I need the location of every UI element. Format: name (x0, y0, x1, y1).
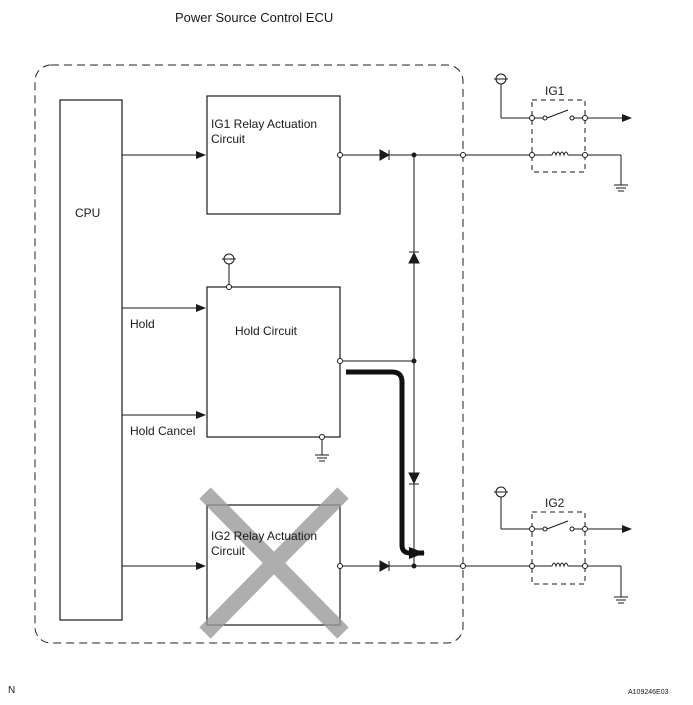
cross-out-mark (199, 487, 349, 639)
hold-circuit-block (206, 286, 341, 438)
ig1-relay (494, 73, 632, 192)
figure-code: A109246E03 (628, 689, 669, 696)
hold-signal-label: Hold (130, 317, 155, 331)
current-flow-arrow (346, 369, 425, 559)
ig2-relay (494, 486, 632, 604)
hold-supply-symbol (222, 253, 236, 290)
hold-output-line (337, 358, 414, 364)
ig1-output-line (337, 149, 532, 161)
hold-circuit-label: Hold Circuit (235, 324, 298, 338)
ig1-relay-label: IG1 (545, 84, 565, 98)
diagram-title: Power Source Control ECU (175, 10, 334, 25)
ig2-actuation-label: IG2 Relay Actuation Circuit (211, 529, 318, 558)
corner-label: N (8, 685, 16, 696)
ig1-actuation-block (206, 95, 341, 215)
ig1-actuation-label: IG1 Relay Actuation Circuit (211, 117, 318, 146)
hold-ground-symbol (315, 434, 329, 462)
ecu-boundary (34, 64, 464, 644)
ig2-output-line (337, 560, 532, 572)
ig2-relay-label: IG2 (545, 496, 565, 510)
hold-cancel-signal-label: Hold Cancel (130, 424, 196, 438)
cpu-block (59, 99, 123, 621)
cpu-label: CPU (75, 206, 101, 220)
